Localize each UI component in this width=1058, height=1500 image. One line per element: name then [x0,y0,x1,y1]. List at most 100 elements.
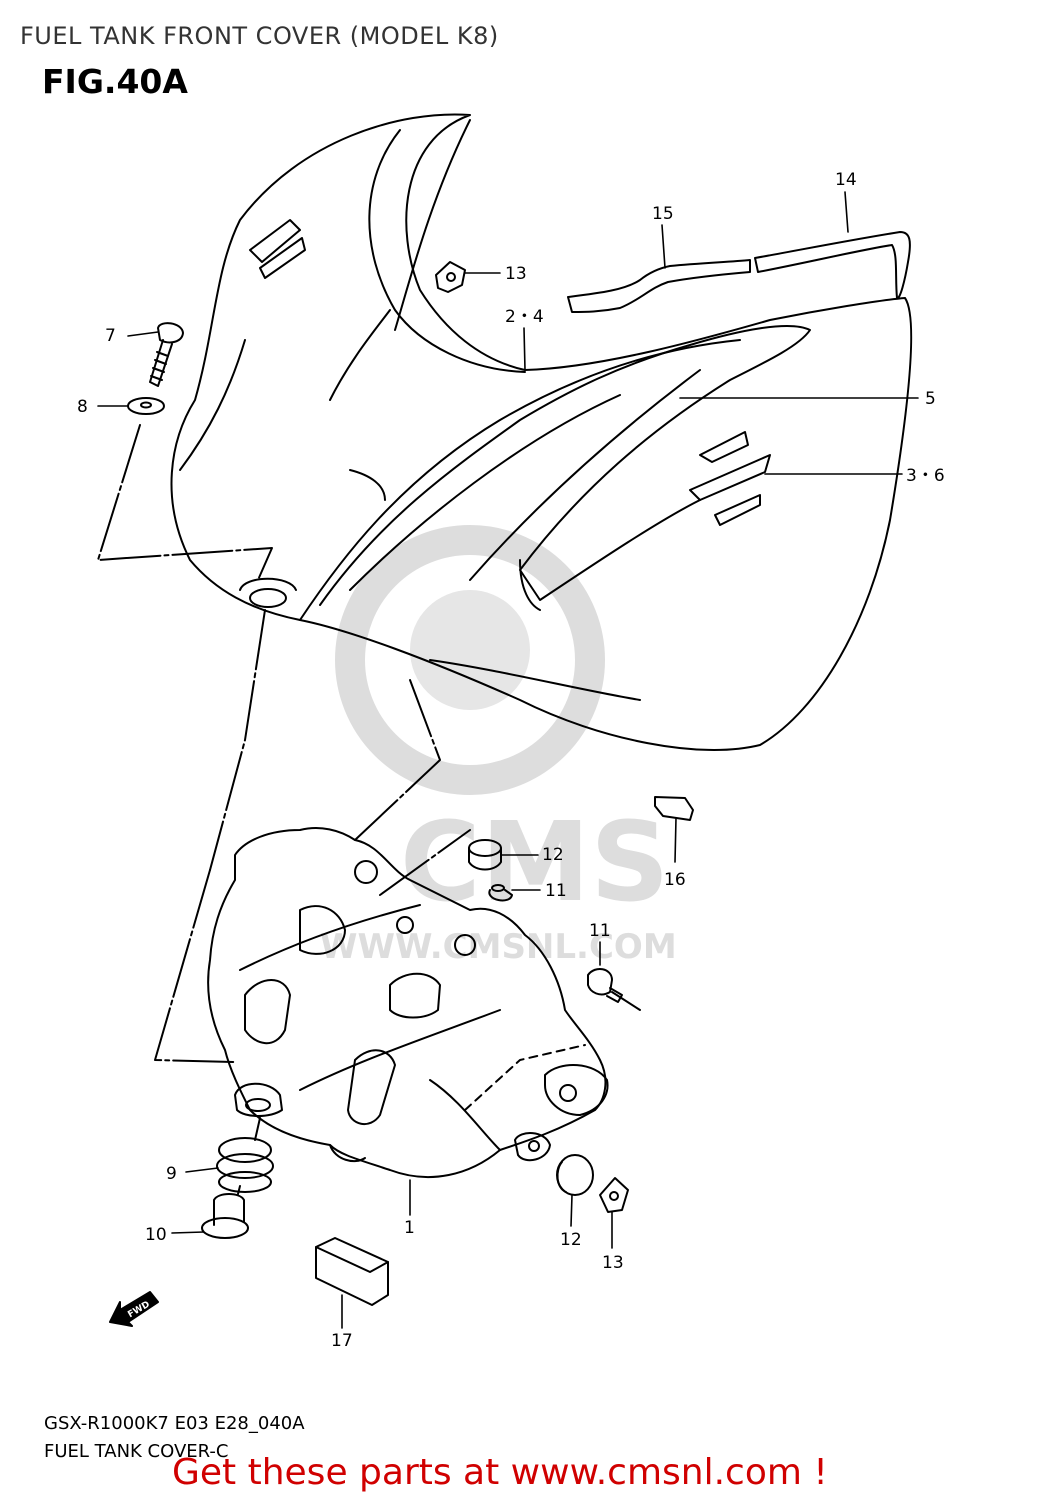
bracket-rib-1 [299,905,346,955]
side-trim-stripe-1 [349,394,621,591]
front-cover-crease [394,119,471,331]
part-grommet-lower [556,1154,594,1196]
callout-13-lower: 13 [602,1253,624,1273]
bracket-grommet-seat-hole [528,1140,540,1152]
watermark-logo-ring [335,525,605,795]
callout-8: 8 [77,397,88,417]
emblem-large-lower [714,494,761,526]
bracket-rib-3 [389,972,441,1019]
assembly-line-collar-left [237,1185,241,1195]
clip-nut-top-shape [435,261,466,293]
bracket-inner-3 [429,1079,501,1151]
bracket-outline [207,827,607,1179]
part-molding-strip [754,231,911,300]
leader-24 [523,327,526,371]
callout-14: 14 [835,170,857,190]
callout-7: 7 [105,326,116,346]
bracket-rib-4 [347,1049,396,1125]
assembly-line-grommet [379,829,471,896]
assembly-line-center [209,609,266,871]
bracket-rib-2 [244,979,291,1045]
bracket-tab-right [544,1063,609,1116]
watermark-site: WWW.CMSNL.COM [320,927,677,967]
part-grommet-upper [468,839,502,871]
leader-12b [570,1194,573,1227]
side-trim-stripe-2 [469,369,701,581]
forward-arrow-shape [109,1291,159,1327]
callout-9: 9 [166,1164,177,1184]
bracket-grommet-seat [514,1132,551,1162]
callout-10: 10 [145,1225,167,1245]
part-bracket [207,827,609,1179]
front-cover-dash-2 [329,309,391,401]
front-cover-outline [170,113,913,751]
part-clip-nut-top [435,261,466,293]
front-cover-arc [349,469,386,501]
grommet-left-bottom [218,1171,272,1193]
short-strip-outline [567,259,751,313]
assembly-line-bottom [254,1117,261,1141]
collar-right-body [587,968,613,996]
emblem-small-shape-2 [259,237,306,279]
grommet-left-top [218,1137,272,1163]
grommet-left-mid [216,1153,274,1179]
clip-nut-top-hole [446,272,456,282]
part-emblem-large [689,431,771,526]
molding-strip-outline [754,231,911,300]
callout-3-6: 3・6 [906,466,945,486]
model-code: GSX-R1000K7 E03 E28_040A [44,1413,305,1434]
page-title: FUEL TANK FRONT COVER (MODEL K8) [20,22,499,50]
part-collar-left [201,1193,249,1239]
assembly-line-collar [611,991,641,1011]
part-collar-upper [488,884,513,902]
leader-16 [674,817,677,863]
side-trim-outline [319,325,811,606]
front-cover-dash-1 [179,339,246,471]
bracket-inner-1 [239,904,421,971]
callout-16: 16 [664,870,686,890]
part-clip-nut-lower [599,1177,629,1213]
part-emblem-small [249,219,306,279]
bolt-thread [150,351,169,381]
bolt-head [157,322,184,344]
figure-label: FIG.40A [42,62,188,101]
bracket-tab-left-hole [245,1098,271,1112]
part-bolt [149,322,184,387]
part-short-strip [567,259,751,313]
grommet-upper-body [468,847,502,871]
leader-7 [127,331,159,337]
front-cover-inner-edge [368,129,526,373]
callout-2-4: 2・4 [505,307,544,327]
callout-12-upper: 12 [542,845,564,865]
part-grommet-left [216,1137,274,1193]
part-side-trim [319,325,811,701]
clip-nut-lower-hole [609,1191,619,1201]
callout-1: 1 [404,1218,415,1238]
emblem-small-shape-1 [249,219,301,263]
leader-15 [661,224,666,269]
part-front-cover [170,113,913,751]
pad-edge [315,1246,389,1273]
washer-outer [127,397,165,415]
front-cover-mount-hole [249,588,287,608]
emblem-large-upper [699,431,749,463]
callout-13-top: 13 [505,264,527,284]
leader-9 [185,1167,219,1173]
part-name: FUEL TANK COVER-C [44,1441,229,1462]
leader-14 [844,191,849,233]
collar-right-pin [606,987,623,1003]
callout-15: 15 [652,204,674,224]
side-trim-stripe-3 [429,659,641,701]
promo-link[interactable]: Get these parts at www.cmsnl.com ! [172,1452,828,1493]
pad-shape [315,1237,389,1306]
collar-upper-body [488,889,513,902]
part-washer [127,397,165,415]
collar-left-flange [201,1217,249,1239]
collar-left-sleeve [213,1193,245,1226]
watermark: CMS WWW.CMSNL.COM [320,525,677,967]
bracket-tab-right-hole [559,1084,577,1102]
collar-upper-top [491,884,505,892]
forward-arrow [109,1291,159,1327]
bracket-bolt-hole-2 [454,934,476,956]
